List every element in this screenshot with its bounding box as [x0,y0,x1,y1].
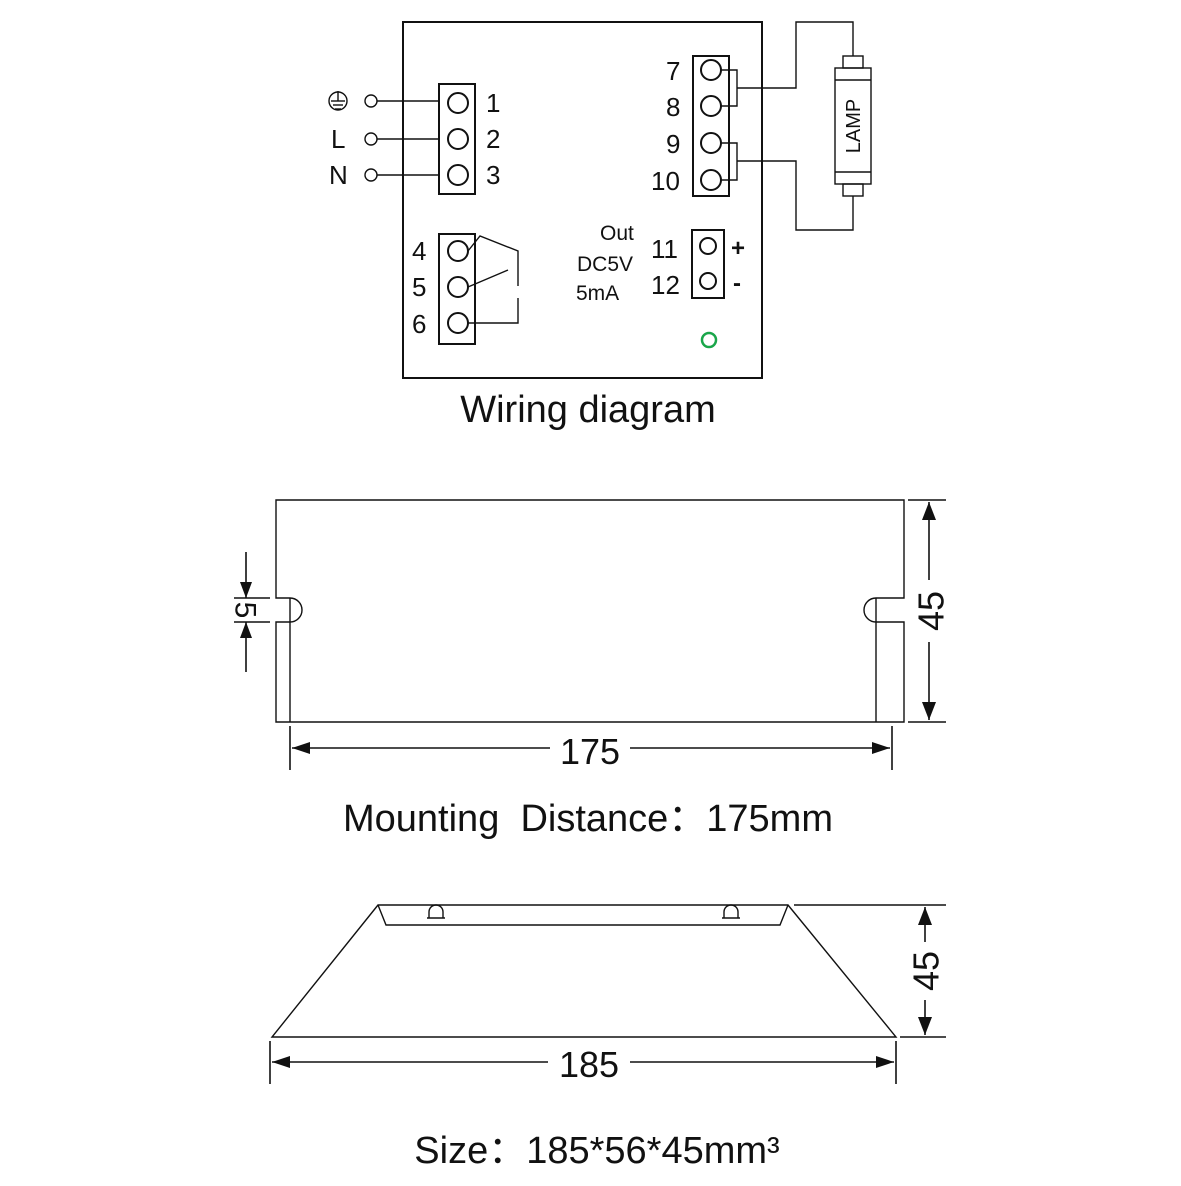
side-view: 45 185 Size：185*56*45mm³ [269,904,947,1172]
wiring-diagram: 1 2 3 L N 4 5 6 [328,21,872,431]
terminal-screw-3 [447,164,469,186]
lamp-label: LAMP [843,99,865,153]
earth-ground-symbol [328,91,348,111]
height-dimension-mounting: 45 [908,499,952,723]
terminal-screw-4 [447,240,469,262]
terminal-number-9: 9 [666,129,680,159]
terminal-screw-9 [700,132,722,154]
width-dimension-mounting: 175 [289,726,893,772]
relay-contact-symbol [467,235,519,324]
terminal-number-5: 5 [412,272,426,302]
input-node-neutral [364,168,378,182]
terminal-number-11: 11 [651,234,678,264]
terminal-block-output [691,229,725,299]
terminal-number-1: 1 [486,88,500,118]
output-polarity-minus: - [733,270,741,297]
mounting-width-value: 175 [560,731,620,772]
terminal-block-relay [438,233,476,345]
housing-side-outline [270,904,898,1038]
terminal-number-12: 12 [651,270,680,300]
terminal-number-6: 6 [412,309,426,339]
terminal-block-lamp [692,55,730,197]
controller-housing [402,21,763,379]
terminal-screw-11 [699,237,717,255]
slot-dimension: 5 [229,552,270,672]
mounting-distance-caption: Mounting Distance：175mm [343,798,833,840]
side-width-value: 185 [559,1044,619,1085]
slot-dimension-value: 5 [229,602,262,619]
width-dimension-side: 185 [269,1041,897,1085]
input-label-neutral: N [329,160,348,190]
mounting-view: 5 45 175 Mounting Distance：175mm [229,499,952,840]
top-flange [377,904,789,926]
terminal-number-4: 4 [412,236,426,266]
output-label-out: Out [600,222,634,245]
terminal-screw-5 [447,276,469,298]
size-caption: Size：185*56*45mm³ [414,1130,779,1172]
mounting-height-value: 45 [911,591,952,631]
side-height-value: 45 [906,951,947,991]
terminal-number-7: 7 [666,56,680,86]
height-dimension-side: 45 [794,904,947,1038]
output-label-current: 5mA [576,282,619,305]
input-node-line [364,132,378,146]
terminal-screw-7 [700,59,722,81]
status-indicator-led [700,331,718,349]
terminal-number-8: 8 [666,92,680,122]
wiring-diagram-caption: Wiring diagram [460,389,716,431]
terminal-number-3: 3 [486,160,500,190]
terminal-screw-1 [447,92,469,114]
flange-slot-right [722,904,740,919]
output-label-voltage: DC5V [577,253,633,276]
input-node-ground [364,94,378,108]
terminal-screw-2 [447,128,469,150]
flange-slot-left [427,904,445,919]
terminal-screw-6 [447,312,469,334]
lamp-wiring [720,21,854,231]
terminal-number-2: 2 [486,124,500,154]
terminal-screw-8 [700,95,722,117]
terminal-screw-10 [700,169,722,191]
terminal-screw-12 [699,272,717,290]
lamp-tube: LAMP [834,55,872,197]
input-label-line: L [331,124,345,154]
terminal-number-10: 10 [651,166,680,196]
mounting-plate-outline [275,499,905,723]
terminal-block-input [438,83,476,195]
output-polarity-plus: + [731,235,745,262]
